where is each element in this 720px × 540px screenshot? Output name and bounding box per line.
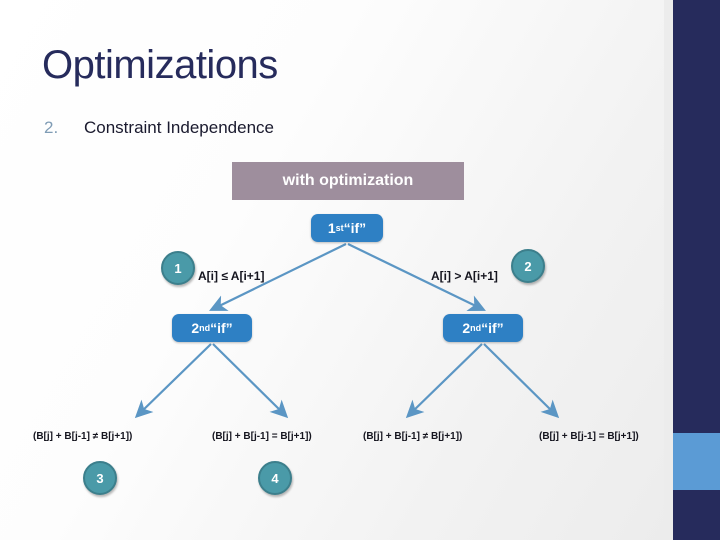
bullet-label: Constraint Independence	[84, 118, 274, 137]
edge-label-left: A[i] ≤ A[i+1]	[198, 269, 265, 283]
edge-root-to-left	[209, 243, 347, 311]
badge-4: 4	[258, 461, 292, 495]
bullet-item: 2. Constraint Independence	[44, 118, 274, 138]
edge-left-to-leaf2	[212, 343, 289, 419]
right-decorative-rail	[673, 0, 720, 540]
node-first-if-prefix: 1	[327, 220, 336, 236]
with-optimization-banner: with optimization	[232, 162, 464, 200]
edge-right-to-leaf4	[483, 343, 560, 419]
badge-2: 2	[511, 249, 545, 283]
rail-gutter	[664, 0, 673, 540]
edge-root-to-right	[347, 243, 486, 311]
node-second-if-left-suffix: “if”	[210, 320, 233, 336]
leaf-label-1: (B[j] + B[j-1] ≠ B[j+1])	[33, 431, 133, 442]
badge-3: 3	[83, 461, 117, 495]
badge-1: 1	[161, 251, 195, 285]
edge-right-to-leaf3	[405, 343, 483, 419]
node-second-if-right-suffix: “if”	[481, 320, 504, 336]
leaf-label-3: (B[j] + B[j-1] ≠ B[j+1])	[363, 431, 463, 442]
node-first-if-suffix: “if”	[343, 220, 367, 236]
rail-accent-block	[673, 433, 720, 490]
bullet-number: 2.	[44, 118, 59, 137]
banner-label: with optimization	[282, 172, 414, 189]
node-second-if-left-prefix: 2	[191, 320, 200, 336]
edge-left-to-leaf1	[134, 343, 212, 419]
node-second-if-right-prefix: 2	[462, 320, 471, 336]
page-title: Optimizations	[42, 43, 278, 87]
edge-label-right: A[i] > A[i+1]	[431, 269, 498, 283]
leaf-label-4: (B[j] + B[j-1] = B[j+1])	[539, 431, 639, 442]
leaf-label-2: (B[j] + B[j-1] = B[j+1])	[212, 431, 312, 442]
